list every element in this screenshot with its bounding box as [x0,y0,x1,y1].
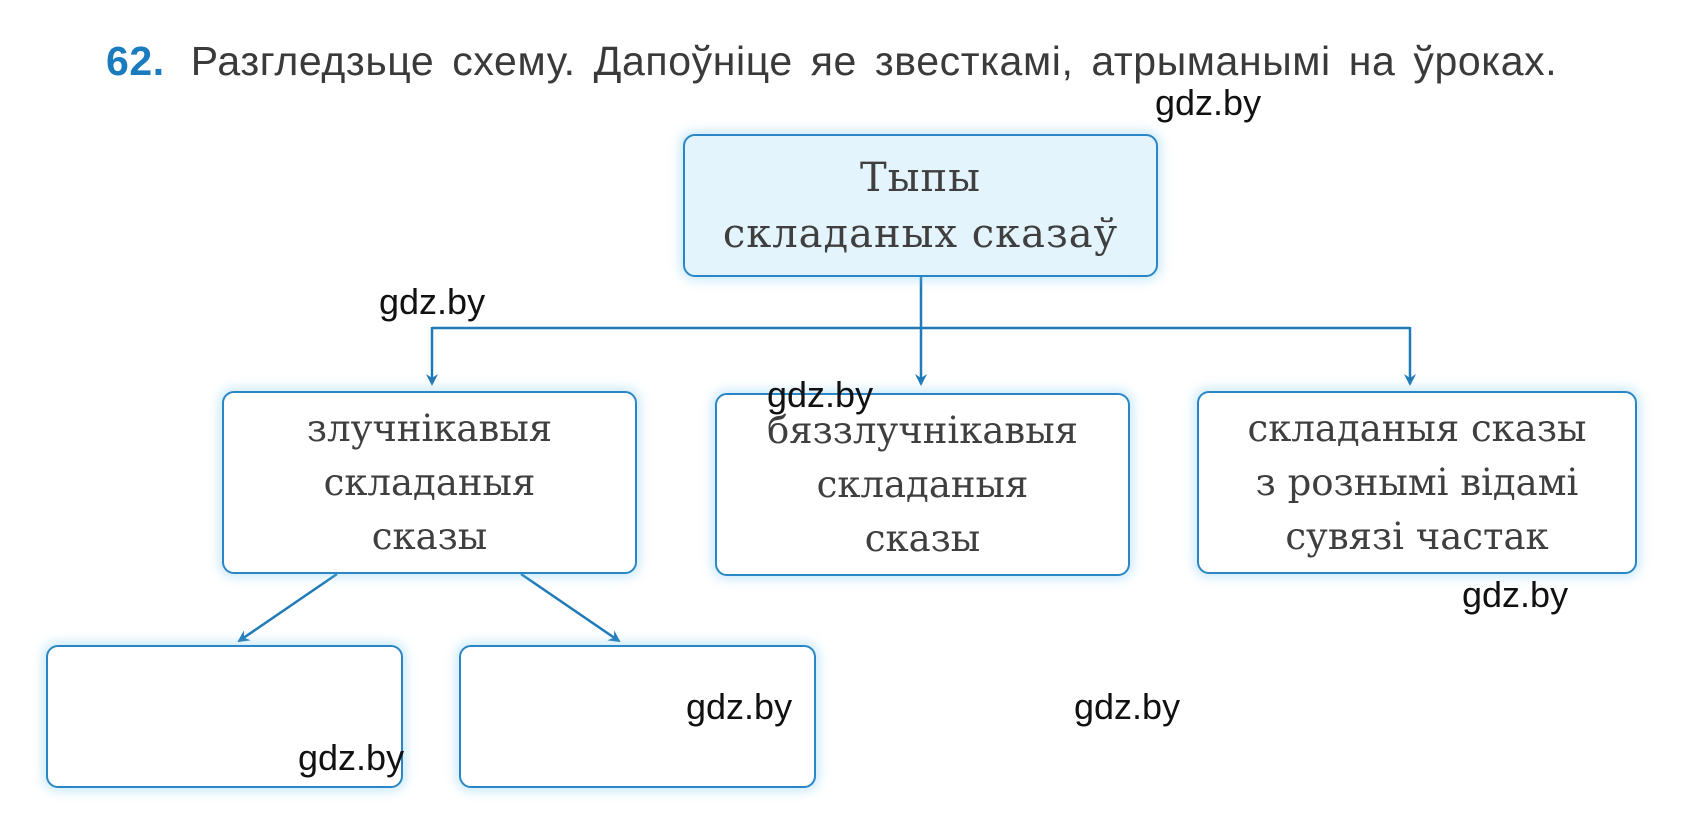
watermark: gdz.by [1462,574,1569,615]
watermark: gdz.by [1074,686,1181,727]
watermark: gdz.by [298,737,405,778]
task-heading: 62. Разгледзьце схему. Дапоўніце яе звес… [106,38,1557,85]
watermark: gdz.by [767,374,874,415]
level1-box-asyndetic: бяззлучнікавыя складаныя сказы [715,393,1130,576]
connector-to-level2-right [520,572,621,643]
level1-label-conjunctive: злучнікавыя складаныя сказы [306,406,553,558]
level1-box-conjunctive: злучнікавыя складаныя сказы [222,391,637,574]
level1-label-asyndetic: бяззлучнікавыя складаныя сказы [766,408,1078,560]
connector-to-level2-left [237,572,338,643]
task-text: Разгледзьце схему. Дапоўніце яе звесткам… [190,38,1558,84]
watermark: gdz.by [686,686,793,727]
task-number: 62. [106,38,165,84]
level1-label-mixed: складаныя сказы з рознымі відамі сувязі … [1247,406,1587,558]
level2-box-empty-right[interactable] [459,645,816,788]
root-label: Тыпы складаных сказаў [722,154,1119,257]
root-box: Тыпы складаных сказаў [683,134,1158,277]
watermark: gdz.by [379,281,486,322]
watermark: gdz.by [1155,82,1262,123]
level1-box-mixed: складаныя сказы з рознымі відамі сувязі … [1197,391,1637,574]
level2-box-empty-left[interactable] [46,645,403,788]
